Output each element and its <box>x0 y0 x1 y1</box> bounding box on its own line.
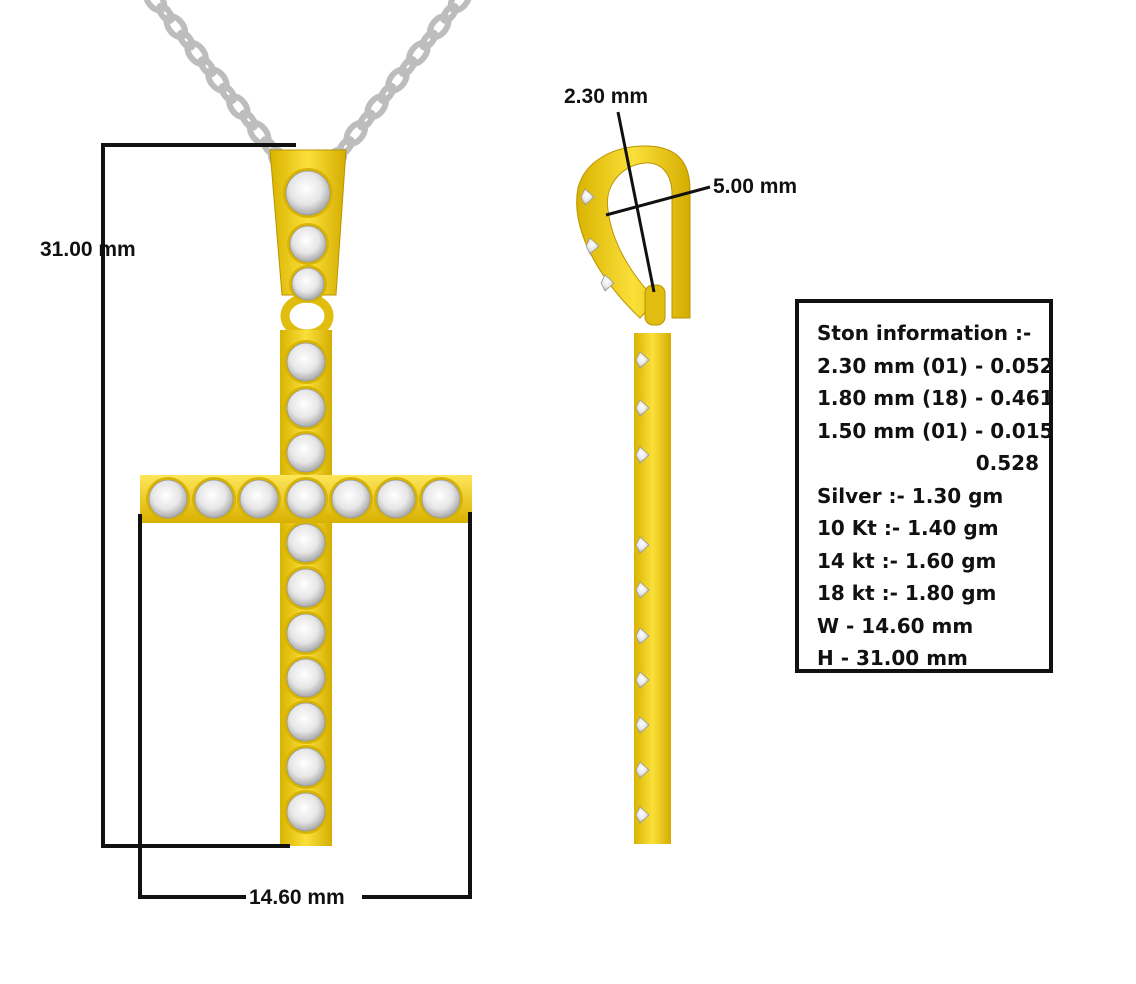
stone-info-line: 2.30 mm (01) - 0.052 <box>817 353 1054 378</box>
diamond-stone <box>289 225 327 263</box>
side-diamond <box>635 581 650 599</box>
diamond-stone <box>286 568 326 608</box>
stone-info-total: 0.528 <box>975 451 1039 475</box>
metal-weight-line: 14 kt :- 1.60 gm <box>817 548 997 573</box>
height-dimension-line <box>101 143 296 848</box>
diamond-stone <box>148 479 188 519</box>
diamond-stone <box>285 170 331 216</box>
chain-link <box>226 93 251 121</box>
cross-side-view <box>576 145 691 844</box>
side-diamond <box>635 351 650 369</box>
diamond-stone <box>286 388 326 428</box>
side-diamond <box>635 716 650 734</box>
chain-link <box>377 82 397 104</box>
bail-side <box>576 145 691 319</box>
bail-size-label: 5.00 mm <box>713 175 797 198</box>
chain-link <box>184 39 209 67</box>
jump-ring <box>280 293 334 339</box>
chain-link <box>426 13 452 41</box>
metal-weight-line: 18 kt :- 1.80 gm <box>817 581 997 605</box>
side-diamond <box>635 761 650 779</box>
chain-link <box>163 13 189 41</box>
width-label: 14.60 mm <box>249 886 345 909</box>
width-spec-line: W - 14.60 mm <box>817 613 974 638</box>
chain-link <box>176 29 196 51</box>
side-diamond <box>635 671 650 689</box>
width-dimension-line <box>138 514 246 899</box>
chain-link <box>343 119 369 147</box>
chain-link <box>406 39 431 67</box>
height-spec-line: H - 31.00 mm <box>817 646 968 670</box>
diamond-stone <box>291 267 325 301</box>
chain-link <box>356 109 376 131</box>
side-diamond <box>585 237 600 255</box>
diamond-stone <box>286 433 326 473</box>
chain <box>142 0 473 174</box>
diamond-stone <box>286 342 326 382</box>
side-connector <box>644 284 666 326</box>
stone-size-label: 2.30 mm <box>564 85 648 108</box>
chain-link <box>364 93 389 121</box>
chain-link <box>447 0 473 14</box>
cross-front-view <box>140 149 472 846</box>
side-diamond <box>635 399 650 417</box>
chain-link <box>440 2 459 24</box>
chain-link <box>197 56 217 78</box>
stone-information-box: Ston information :- 2.30 mm (01) - 0.052… <box>795 299 1054 673</box>
metal-weight-line: Silver :- 1.30 gm <box>817 483 1004 508</box>
diamond-stone <box>286 523 326 563</box>
chain-link <box>246 119 272 147</box>
diamond-stone <box>194 479 234 519</box>
diamond-stone <box>421 479 461 519</box>
diamond-stone <box>286 479 326 519</box>
chain-link <box>205 66 230 94</box>
diamond-stone <box>286 702 326 742</box>
front-stones <box>146 168 463 834</box>
diamond-stone <box>286 792 326 832</box>
width-dimension-line-right <box>362 512 472 899</box>
diamond-stone <box>286 658 326 698</box>
diamond-stone <box>239 479 279 519</box>
chain-link <box>156 2 175 24</box>
chain-link <box>419 29 439 51</box>
diamond-stone <box>286 613 326 653</box>
chain-link <box>239 109 259 131</box>
diamond-stone <box>376 479 416 519</box>
stone-info-line: 1.80 mm (18) - 0.461 <box>817 386 1054 410</box>
side-diamond <box>600 274 615 292</box>
side-diamond <box>635 627 650 645</box>
stone-info-title: Ston information :- <box>817 321 1032 345</box>
bail-size-leader <box>605 185 711 217</box>
stone-info-line: 1.50 mm (01) - 0.015 <box>817 418 1054 443</box>
chain-link <box>385 66 410 94</box>
side-diamond <box>635 536 650 554</box>
chain-link <box>398 56 418 78</box>
metal-weight-line: 10 Kt :- 1.40 gm <box>817 516 999 540</box>
side-stones <box>580 188 650 824</box>
height-label: 31.00 mm <box>40 238 136 261</box>
side-diamond <box>580 188 595 206</box>
diamond-stone <box>286 747 326 787</box>
chain-link <box>218 82 238 104</box>
side-diamond <box>635 446 650 464</box>
chain-link <box>142 0 168 14</box>
stone-size-leader <box>616 111 656 293</box>
dimension-lines <box>101 111 711 899</box>
side-diamond <box>635 806 650 824</box>
diamond-stone <box>331 479 371 519</box>
